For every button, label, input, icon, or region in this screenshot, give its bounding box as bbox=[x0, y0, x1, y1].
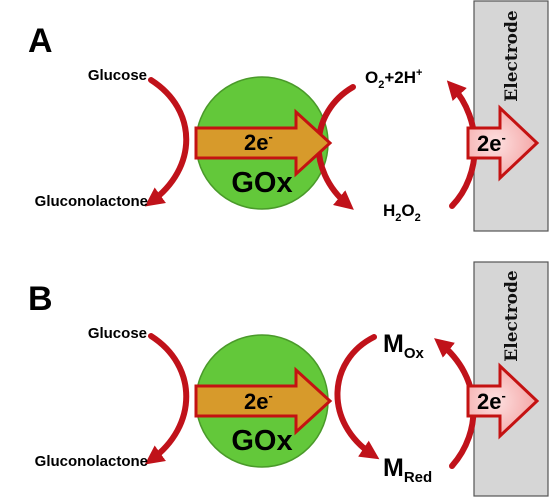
electrode-a bbox=[473, 0, 549, 232]
electron-arrow-a-label: 2e- bbox=[244, 129, 273, 155]
curve-arrow-left-b bbox=[144, 333, 190, 465]
curve-arrow-left-a bbox=[144, 77, 190, 207]
electrode-arrow-b bbox=[466, 362, 540, 440]
electrode-arrow-a bbox=[466, 104, 540, 182]
electrode-arrow-a-label: 2e- bbox=[477, 130, 506, 156]
panel-b: B Electrode 2e- 2e- GOx Glucose Gluconol… bbox=[28, 261, 549, 497]
panel-b-letter: B bbox=[28, 280, 53, 318]
enzyme-label-a: GOx bbox=[231, 167, 292, 199]
label-mediator-oxidized: MOx bbox=[383, 330, 424, 362]
panel-a-letter: A bbox=[28, 22, 53, 60]
label-hydrogen-peroxide: H2O2 bbox=[383, 201, 421, 224]
electrode-arrow-b-label: 2e- bbox=[477, 388, 506, 414]
enzyme-label-b: GOx bbox=[231, 425, 292, 457]
panel-a: A Electrode 2e- 2e- GOx Glucose Gluconol… bbox=[28, 0, 549, 232]
label-glucose-a: Glucose bbox=[88, 67, 147, 84]
label-glucose-b: Glucose bbox=[88, 325, 147, 342]
electron-arrow-b bbox=[194, 366, 333, 436]
electron-arrow-a bbox=[194, 108, 333, 178]
electrode-b-label: Electrode bbox=[502, 270, 522, 362]
label-gluconolactone-b: Gluconolactone bbox=[35, 453, 148, 470]
label-mediator-reduced: MRed bbox=[383, 454, 432, 486]
electrode-a-label: Electrode bbox=[502, 10, 522, 102]
label-gluconolactone-a: Gluconolactone bbox=[35, 193, 148, 210]
label-oxygen-protons: O2+2H+ bbox=[365, 67, 422, 91]
curve-arrow-right-b bbox=[334, 334, 380, 460]
electron-arrow-b-label: 2e- bbox=[244, 388, 273, 414]
